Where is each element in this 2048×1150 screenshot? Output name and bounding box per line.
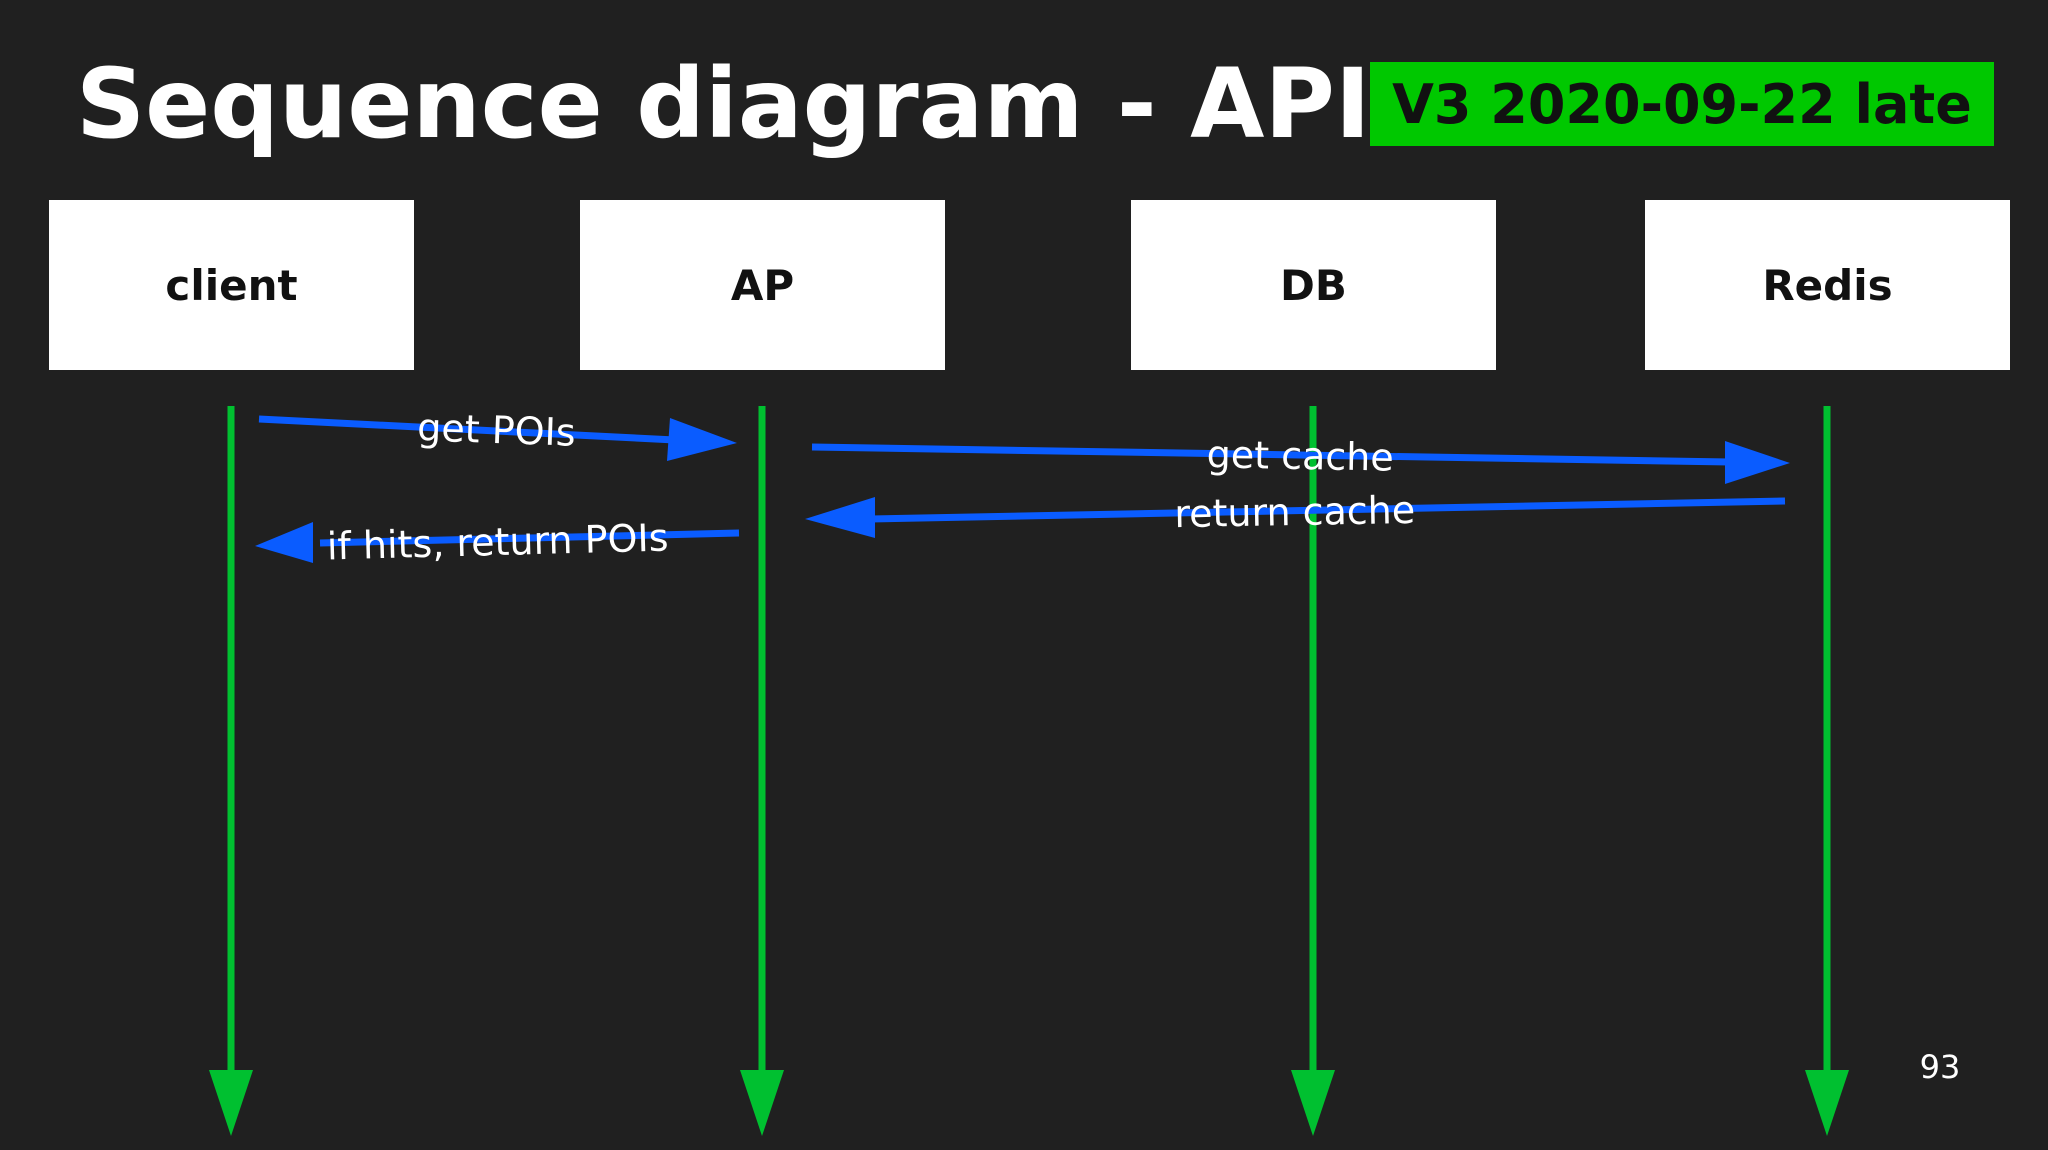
- participant-redis: Redis: [1645, 200, 2010, 370]
- lifeline-db: [1291, 406, 1335, 1136]
- participant-db: DB: [1131, 200, 1496, 370]
- lifeline-client: [209, 406, 253, 1136]
- message-arrow-return-cache: [805, 497, 1786, 538]
- participant-ap: AP: [580, 200, 945, 370]
- lifeline-redis: [1805, 406, 1849, 1136]
- message-label-return-pois: if hits, return POIs: [326, 516, 669, 569]
- page-number: 93: [1919, 1048, 1961, 1086]
- message-arrow-get-cache: [811, 441, 1790, 484]
- slide-title: Sequence diagram - API: [76, 48, 1371, 160]
- participant-client: client: [49, 200, 414, 370]
- message-label-get-cache: get cache: [1206, 432, 1394, 479]
- version-badge: V3 2020-09-22 late: [1370, 62, 1994, 146]
- lifeline-ap: [740, 406, 784, 1136]
- message-label-return-cache: return cache: [1174, 488, 1416, 536]
- message-arrow-return-pois: [255, 522, 740, 563]
- message-arrow-get-pois: [258, 415, 737, 461]
- message-label-get-pois: get POIs: [417, 405, 577, 454]
